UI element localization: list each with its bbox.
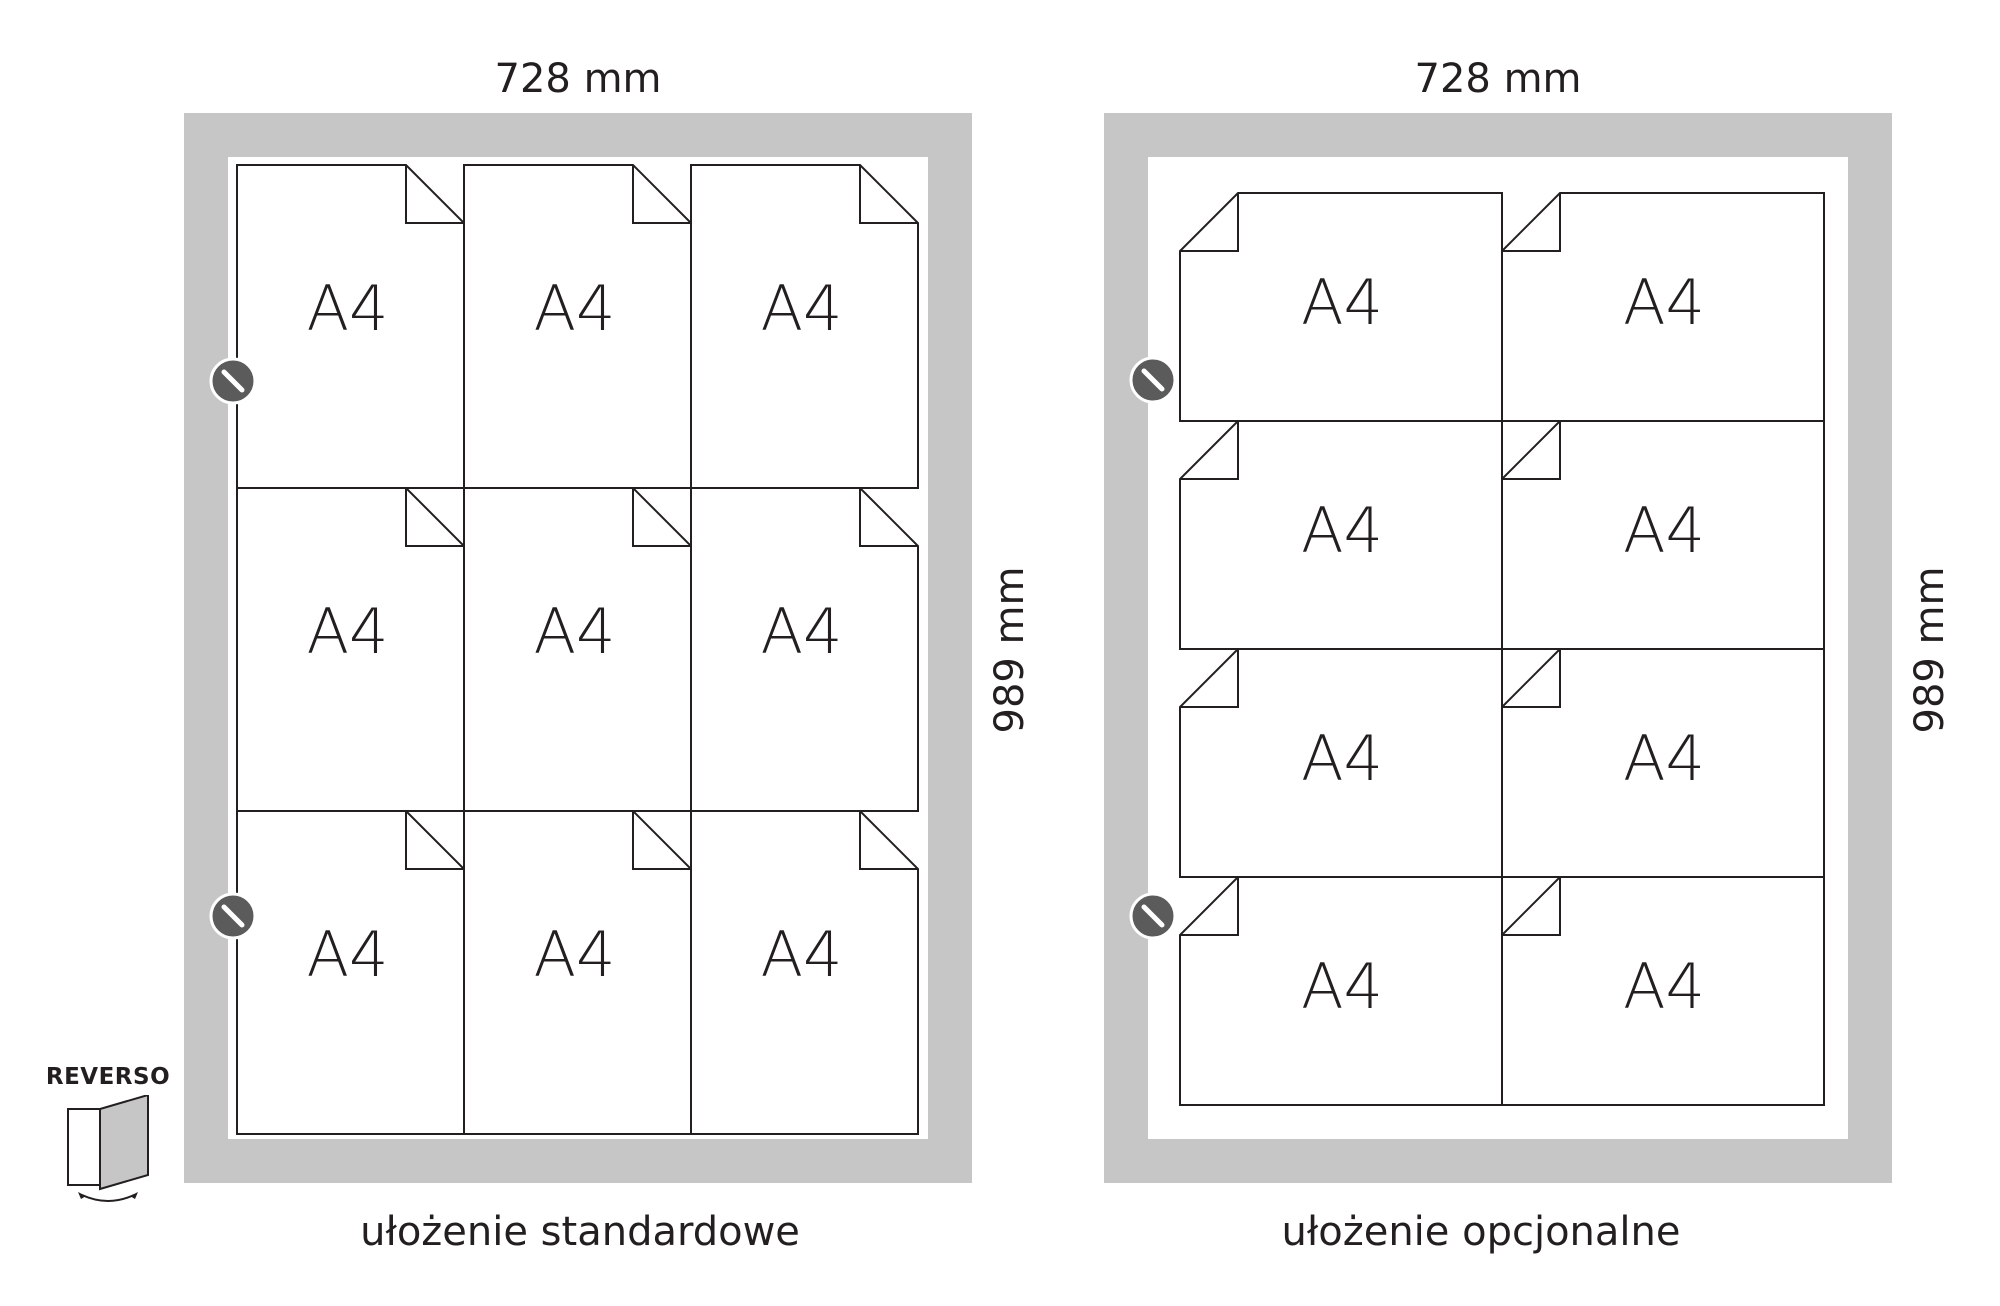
left-a4-label: A4 bbox=[761, 918, 843, 991]
right-a4-sheet: A4 bbox=[1179, 420, 1503, 650]
right-a4-sheet: A4 bbox=[1501, 192, 1825, 422]
left-a4-label: A4 bbox=[761, 272, 843, 345]
lock-icon bbox=[1129, 356, 1177, 404]
right-a4-sheet: A4 bbox=[1179, 648, 1503, 878]
left-a4-sheet: A4 bbox=[236, 487, 465, 812]
left-width-label: 728 mm bbox=[494, 56, 662, 102]
left-a4-sheet: A4 bbox=[236, 810, 465, 1135]
left-a4-sheet: A4 bbox=[236, 164, 465, 489]
right-a4-label: A4 bbox=[1623, 722, 1705, 795]
left-a4-label: A4 bbox=[534, 595, 616, 668]
lock-icon bbox=[1129, 892, 1177, 940]
lock-icon bbox=[209, 357, 257, 405]
left-caption: ułożenie standardowe bbox=[360, 1209, 800, 1255]
left-a4-sheet: A4 bbox=[690, 164, 919, 489]
left-a4-sheet: A4 bbox=[463, 164, 692, 489]
left-a4-sheet: A4 bbox=[690, 810, 919, 1135]
lock-icon bbox=[209, 892, 257, 940]
right-a4-sheet: A4 bbox=[1501, 648, 1825, 878]
right-a4-sheet: A4 bbox=[1501, 876, 1825, 1106]
right-a4-sheet: A4 bbox=[1501, 420, 1825, 650]
right-a4-label: A4 bbox=[1623, 950, 1705, 1023]
left-a4-label: A4 bbox=[534, 918, 616, 991]
right-a4-label: A4 bbox=[1301, 722, 1383, 795]
left-a4-label: A4 bbox=[534, 272, 616, 345]
left-a4-sheet: A4 bbox=[463, 810, 692, 1135]
reverso-label: REVERSO bbox=[45, 1064, 171, 1090]
reverso-icon bbox=[67, 1095, 149, 1202]
left-a4-sheet: A4 bbox=[690, 487, 919, 812]
left-a4-sheet: A4 bbox=[463, 487, 692, 812]
left-a4-label: A4 bbox=[307, 595, 389, 668]
left-a4-label: A4 bbox=[761, 595, 843, 668]
right-a4-label: A4 bbox=[1623, 494, 1705, 567]
right-a4-label: A4 bbox=[1301, 950, 1383, 1023]
right-a4-sheet: A4 bbox=[1179, 876, 1503, 1106]
right-width-label: 728 mm bbox=[1414, 56, 1582, 102]
right-a4-sheet: A4 bbox=[1179, 192, 1503, 422]
right-a4-label: A4 bbox=[1301, 494, 1383, 567]
left-a4-label: A4 bbox=[307, 272, 389, 345]
right-a4-label: A4 bbox=[1623, 266, 1705, 339]
left-a4-label: A4 bbox=[307, 918, 389, 991]
right-caption: ułożenie opcjonalne bbox=[1281, 1209, 1681, 1255]
right-a4-label: A4 bbox=[1301, 266, 1383, 339]
